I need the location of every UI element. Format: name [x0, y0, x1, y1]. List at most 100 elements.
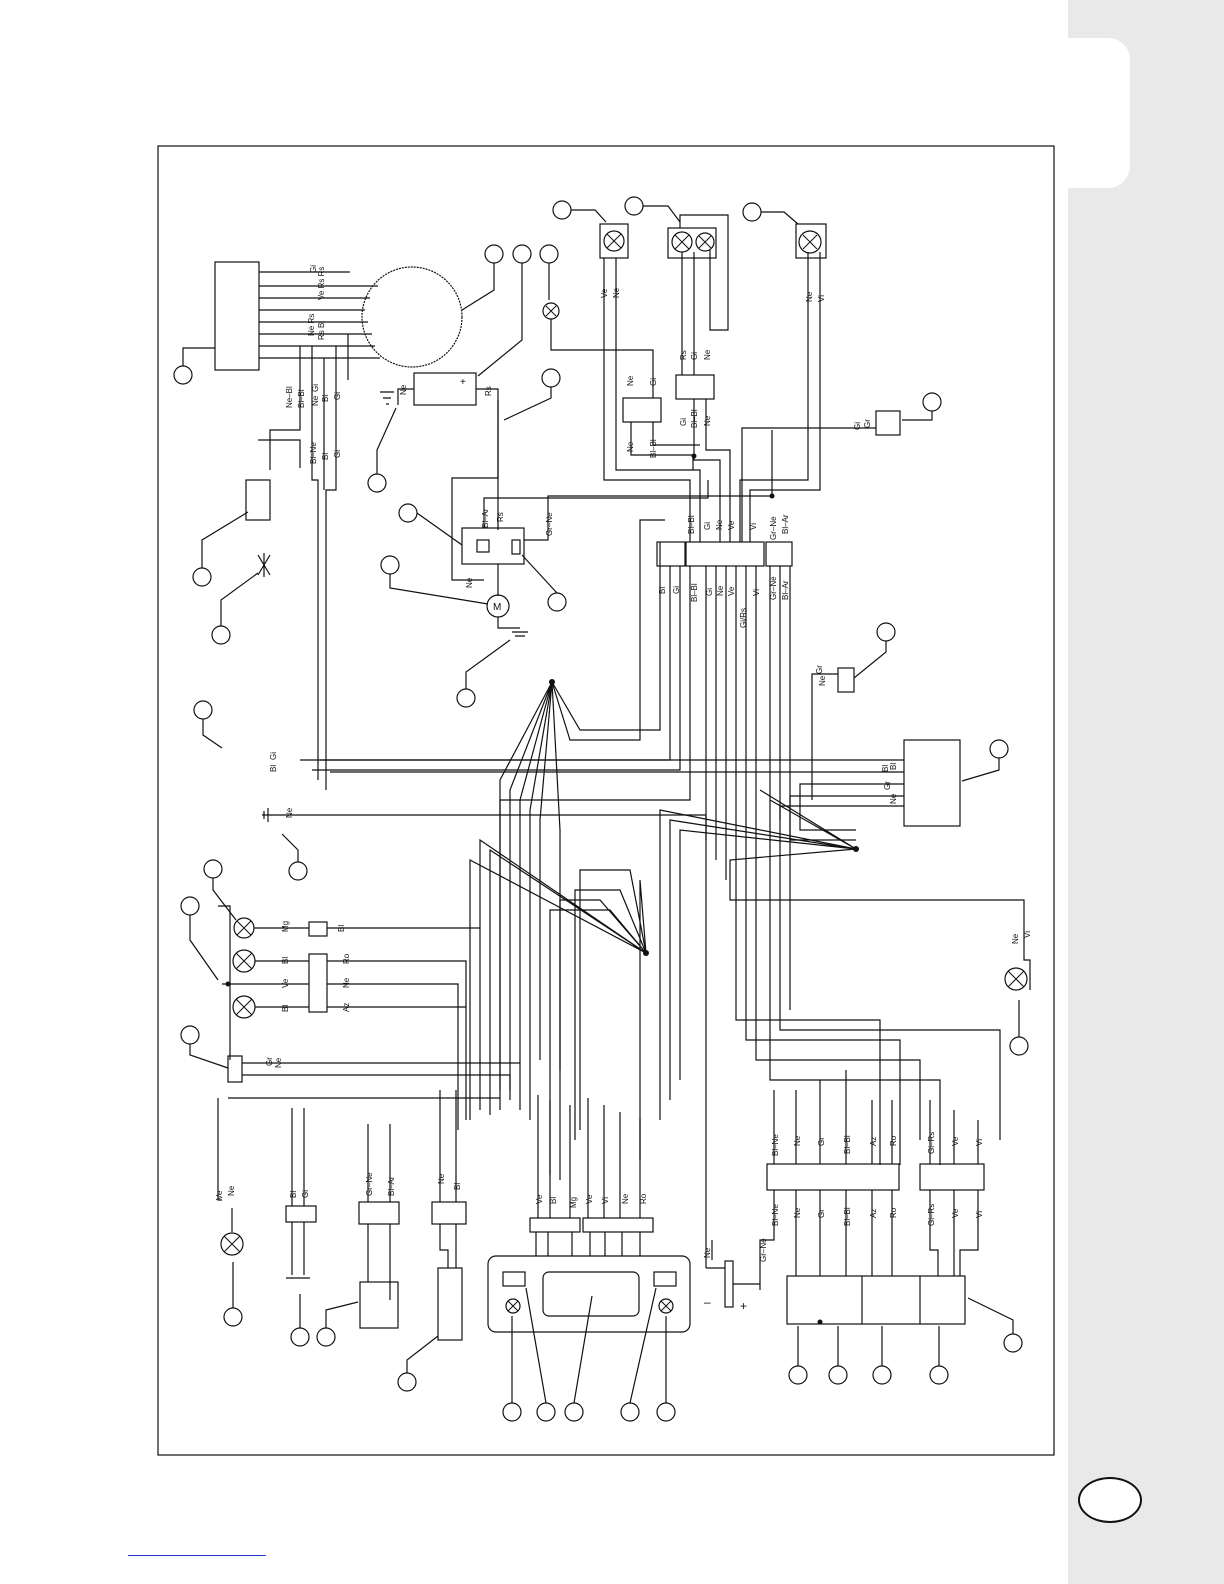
- wire-label: Gi: [649, 378, 658, 386]
- wire-label: Gi: [705, 588, 714, 596]
- wire-label: Gr–Ne: [365, 1172, 374, 1196]
- wire-label: Mg: [281, 921, 290, 932]
- callout-bubble: [203, 859, 223, 879]
- wire-label: Ve: [600, 288, 609, 298]
- alternator-icon: [361, 266, 463, 368]
- wire-label: Gr: [815, 665, 824, 674]
- wire-label: Rs: [484, 386, 493, 396]
- wire-label: Ve: [727, 586, 736, 596]
- battery-minus: –: [704, 1295, 711, 1309]
- callout-bubble: [173, 365, 193, 385]
- wire-label: Bl–Ne: [771, 1134, 780, 1156]
- callout-bubble: [193, 700, 213, 720]
- callout-bubble: [180, 896, 200, 916]
- wire-label: Ne: [703, 349, 712, 360]
- wire-label: Bl–Ar: [781, 514, 790, 534]
- components: [214, 223, 1028, 1341]
- wire-label: Ve: [727, 520, 736, 530]
- wire-label: Ne: [285, 807, 294, 818]
- connector-small: [285, 1205, 317, 1223]
- wire-label: Gr–Ne: [545, 512, 554, 536]
- wire-label: Ve: [951, 1208, 960, 1218]
- callout-bubble: [552, 200, 572, 220]
- callout-bubble: [1003, 1333, 1023, 1353]
- callout-bubble: [539, 244, 559, 264]
- wire-label: Gi: [309, 265, 318, 273]
- callout-bubble: [397, 1372, 417, 1392]
- wire-label: Bl–Ar: [481, 508, 490, 528]
- battery-plus: +: [740, 1299, 747, 1313]
- callout-bubble: [541, 368, 561, 388]
- wire-label: Ve: [281, 978, 290, 988]
- wire-labels: Gi Ve Rs Rs Ne Rs Rs Bl Ne – Bl Bl–Bl Ne G…: [215, 265, 1032, 1313]
- lamp-icon: [603, 230, 625, 252]
- connector-block: [622, 397, 662, 423]
- wire-label: Rs: [679, 350, 688, 360]
- callout-bubble: [316, 1327, 336, 1347]
- wire-label: Ne: [715, 519, 724, 530]
- junction-dots: [225, 453, 859, 1325]
- wire-label: Bl: [281, 1005, 290, 1012]
- callout-bubble: [192, 567, 212, 587]
- connector-block: [766, 1163, 900, 1191]
- wire-label: Ne: [793, 1207, 802, 1218]
- callout-bubble: [456, 688, 476, 708]
- wire-label: Bl: [281, 957, 290, 964]
- wire-label: Gi: [679, 418, 688, 426]
- wire-label: Gi: [301, 1190, 310, 1198]
- connector-block: [675, 374, 715, 400]
- wire-label: Vi: [975, 1139, 984, 1146]
- tail-lamp-housing: [795, 223, 827, 259]
- headlight-housing: [599, 223, 629, 259]
- wire-label: Bl–Ne: [771, 1204, 780, 1226]
- wire-label: Ne: [465, 577, 474, 588]
- main-fuse: [724, 1260, 734, 1308]
- connector-small: [308, 921, 328, 937]
- callout-bubble: [872, 1365, 892, 1385]
- wire-label: Gi: [703, 522, 712, 530]
- callout-bubble: [211, 625, 231, 645]
- wire-label: Bl–Bl: [843, 1135, 852, 1154]
- callout-bubble: [290, 1327, 310, 1347]
- wire-label: Gr: [863, 419, 872, 428]
- ignition-connector: [214, 261, 260, 371]
- callout-bubble: [502, 1402, 522, 1422]
- battery: [413, 372, 477, 406]
- wire-label: Ne: [889, 793, 898, 804]
- lamp-icon: [798, 230, 822, 254]
- wire-label: Bl–Bl: [690, 583, 699, 602]
- lamp-icon: [220, 1232, 244, 1256]
- wire-label: Ne: [437, 1173, 446, 1184]
- motor-label: M: [493, 602, 501, 613]
- handlebar-switch: [786, 1275, 966, 1325]
- callout-bubble: [398, 503, 418, 523]
- wire-label: Ne: [274, 1057, 283, 1068]
- connector-block: [582, 1217, 654, 1233]
- wire-label: Ne: [1011, 933, 1020, 944]
- wiring-harness: [217, 214, 1031, 1300]
- battery-plus: +: [460, 377, 466, 388]
- wire-label: Az: [869, 1209, 878, 1218]
- brake-switch: [359, 1281, 399, 1329]
- indicator-light: [653, 1271, 677, 1287]
- wire-label: Az: [342, 1003, 351, 1012]
- voltage-regulator: [903, 739, 961, 827]
- wire-label: Ne: [621, 1193, 630, 1204]
- callouts: [173, 196, 1029, 1422]
- indicator-light: [502, 1271, 526, 1287]
- wire-label: Rs: [496, 512, 505, 522]
- callout-bubble: [180, 1025, 200, 1045]
- wire-label: Gi: [690, 352, 699, 360]
- wire-label: Gi: [853, 422, 862, 430]
- connector-block: [308, 953, 328, 1013]
- wire-label: Bl: [321, 453, 330, 460]
- page-side-margin: [1068, 0, 1224, 1584]
- lamp-crosses: [223, 233, 1025, 1312]
- connector-block: [765, 541, 793, 567]
- wire-label: Ve Rs Rs: [317, 267, 326, 300]
- footer-link-underline[interactable]: [128, 1555, 266, 1556]
- callout-bubble: [989, 739, 1009, 759]
- wire-label: Ro: [889, 1207, 898, 1218]
- wire-label: Bl–Ne: [309, 442, 318, 464]
